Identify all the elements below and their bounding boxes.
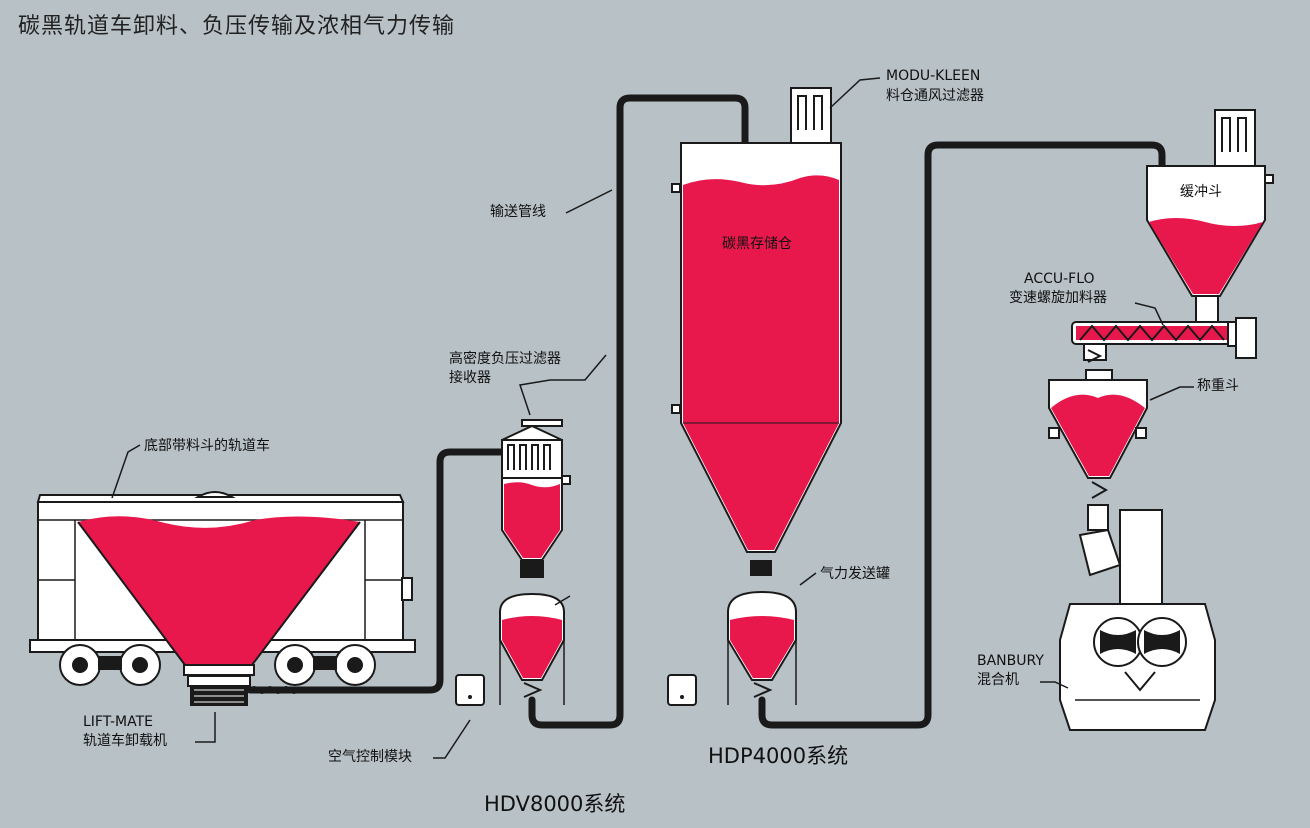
- system-label-hdv: HDV8000系统: [484, 792, 626, 816]
- label-liftmate-desc: 轨道车卸载机: [83, 733, 167, 749]
- conveying-pipeline: [246, 94, 1166, 729]
- leader-lines: [111, 77, 1194, 759]
- carbon-black-silo: [671, 87, 842, 576]
- banbury-mixer: [1059, 504, 1216, 731]
- railcar-wheels: [59, 644, 376, 686]
- label-liftmate-name: LIFT-MATE: [83, 714, 154, 730]
- label-modu-kleen-desc: 料仓通风过滤器: [886, 88, 984, 104]
- label-railcar: 底部带料斗的轨道车: [144, 438, 270, 454]
- label-accu-flo-desc: 变速螺旋加料器: [1009, 290, 1107, 306]
- label-modu-kleen-name: MODU-KLEEN: [886, 68, 981, 84]
- lift-mate-unloader: [187, 675, 299, 706]
- label-air-module: 空气控制模块: [328, 749, 412, 765]
- label-weigh-hopper: 称重斗: [1197, 378, 1239, 394]
- vacuum-receiver: [501, 419, 571, 578]
- label-pipeline: 输送管线: [490, 204, 546, 220]
- hopper-railcar: [29, 491, 416, 706]
- buffer-hopper: [1146, 109, 1274, 333]
- label-vacuum-receiver: 高密度负压过滤器: [449, 351, 561, 367]
- label-buffer-hopper: 缓冲斗: [1180, 184, 1222, 200]
- label-silo: 碳黑存储仓: [722, 236, 792, 252]
- hdp-pressure-vessel: [727, 590, 797, 705]
- accu-flo-screw-feeder: [1071, 317, 1257, 363]
- label-vacuum-receiver-2: 接收器: [449, 370, 491, 386]
- label-banbury-desc: 混合机: [977, 672, 1019, 688]
- weigh-hopper: [1048, 369, 1148, 499]
- system-label-hdp: HDP4000系统: [708, 744, 849, 768]
- label-accu-flo-name: ACCU-FLO: [1024, 271, 1095, 287]
- air-control-modules: [455, 674, 697, 706]
- label-pressure-vessel: 气力发送罐: [820, 566, 890, 582]
- page-title: 碳黑轨道车卸料、负压传输及浓相气力传输: [18, 14, 456, 39]
- label-banbury-name: BANBURY: [977, 653, 1044, 669]
- hdv-transporter: [499, 592, 571, 705]
